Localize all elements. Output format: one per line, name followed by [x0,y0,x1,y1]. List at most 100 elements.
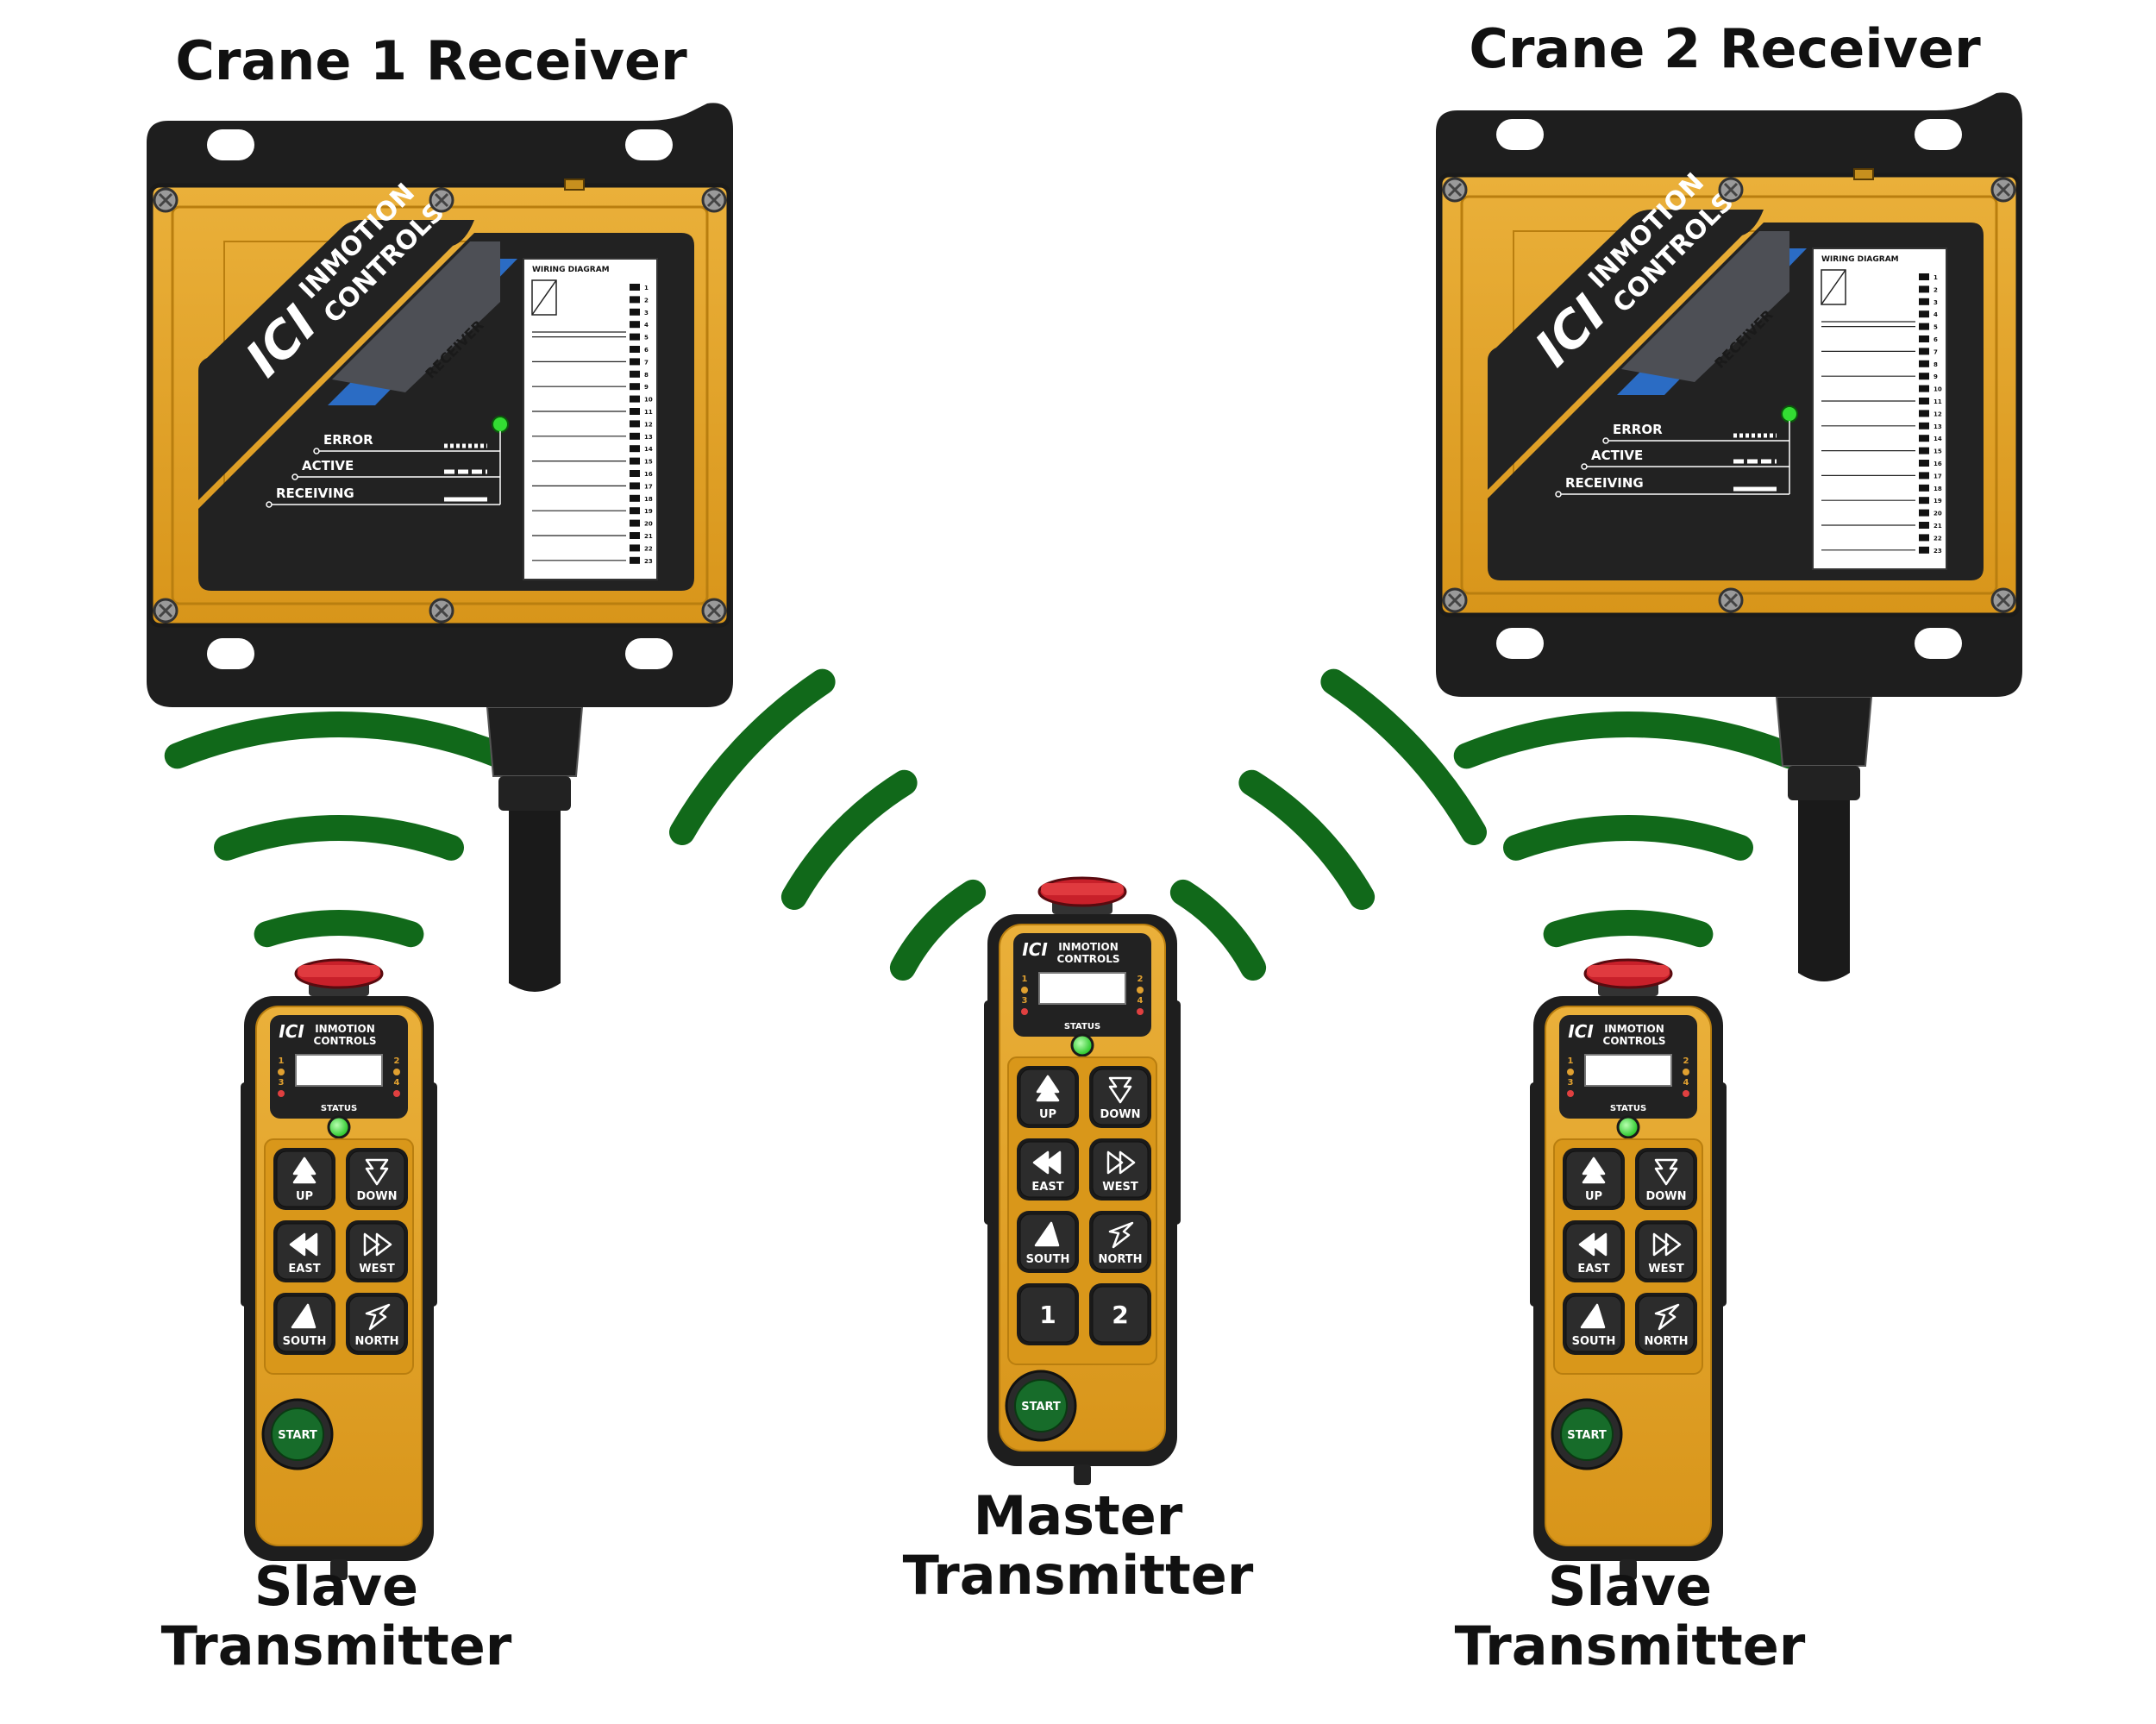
indicator-number: 2 [1138,975,1144,984]
terminal-number: 19 [1934,498,1942,505]
terminal-number: 5 [1934,324,1938,331]
mount-hole [1915,119,1962,150]
crane1-receiver-caption: Crane 1 Receiver [175,29,687,92]
terminal-number: 12 [1934,411,1942,417]
start-button [1014,1379,1068,1432]
terminal-number: 3 [644,310,649,317]
terminal-block [1919,534,1929,542]
terminal-block [630,333,640,341]
signal-wave-icon [669,668,836,845]
crane1-receiver: ICIINMOTIONCONTROLSRECEIVERERRORACTIVERE… [147,103,733,992]
terminal-block [1919,497,1929,505]
up-arrow-icon [292,1157,317,1184]
south-arrow-icon [291,1303,317,1329]
signal-wave-icon [780,769,918,910]
indicator-number: 2 [394,1056,400,1066]
terminal-number: 7 [1934,348,1938,355]
button-label-north: NORTH [354,1335,398,1348]
down-arrow-icon [365,1158,389,1186]
terminal-block [1919,472,1929,480]
terminal-block [630,395,640,403]
terminal-number: 2 [1934,286,1938,293]
terminal-number: 17 [644,483,653,490]
indicator-number: 1 [1022,975,1028,984]
terminal-number: 11 [644,409,653,416]
terminal-number: 7 [644,359,649,366]
terminal-number: 9 [644,384,649,391]
north-arrow-icon [1108,1221,1134,1249]
lanyard-stub [330,1559,348,1580]
terminal-block [630,346,640,353]
terminal-number: 18 [1934,486,1942,492]
button-label-west: WEST [1102,1181,1138,1194]
terminal-block [1919,522,1929,529]
indicator-number: 2 [1683,1056,1689,1066]
button-label-east: EAST [1031,1181,1063,1194]
terminal-block [630,482,640,490]
indicator-number: 4 [394,1078,400,1088]
terminal-block [1919,348,1929,355]
mount-hole [1496,119,1544,150]
terminal-block [630,308,640,316]
terminal-number: 11 [1934,398,1942,405]
lanyard-stub [1620,1559,1637,1580]
north-arrow-icon [365,1303,391,1331]
indicator-number: 4 [1683,1078,1689,1088]
terminal-block [1919,460,1929,467]
west-arrow-icon [363,1232,392,1257]
terminal-number: 21 [644,533,653,540]
signal-wave-icon [1543,910,1714,948]
up-arrow-icon [1582,1157,1606,1184]
terminal-number: 8 [1934,361,1938,368]
signal-wave-icon [214,815,464,861]
receiver-cable [509,802,561,992]
terminal-block [1919,546,1929,554]
signal-wave-icon [1320,668,1487,845]
signal-wave-icon [1238,769,1376,910]
wiring-diagram-card [1812,248,1947,570]
indicator-number: 3 [279,1078,285,1088]
north-arrow-icon [1654,1303,1680,1331]
brand-line1: INMOTION [1058,941,1119,953]
terminal-block [630,432,640,440]
signal-wave-icon [164,712,514,769]
led-label-error: ERROR [1613,422,1663,437]
terminal-block [630,321,640,329]
terminal-block [1919,435,1929,442]
terminal-block [1919,509,1929,517]
wiring-diagram-title: WIRING DIAGRAM [1821,255,1899,264]
start-button [271,1407,324,1461]
button-label-south: SOUTH [1572,1335,1616,1348]
crane2-receiver-caption: Crane 2 Receiver [1469,17,1981,80]
start-label: START [1567,1429,1607,1442]
led-label-receiving: RECEIVING [276,486,354,501]
brand-line2: CONTROLS [1603,1035,1666,1047]
status-label: STATUS [1064,1022,1100,1031]
wiring-diagram-card [523,258,658,580]
button-label-south: SOUTH [1026,1253,1070,1266]
terminal-number: 20 [1934,511,1942,517]
terminal-block [1919,422,1929,429]
terminal-block [630,519,640,527]
terminal-number: 6 [644,347,649,354]
up-arrow-icon [1036,1075,1060,1102]
button-label-north: NORTH [1644,1335,1688,1348]
button-label-down: DOWN [356,1190,397,1203]
terminal-number: 9 [1934,373,1938,380]
button-label-down: DOWN [1100,1108,1140,1121]
brand-logo: ICI [1022,939,1048,960]
terminal-block [1919,447,1929,455]
terminal-number: 13 [1934,423,1942,430]
brand-line2: CONTROLS [314,1035,377,1047]
button-label-west: WEST [359,1263,395,1276]
button-label-down: DOWN [1645,1190,1686,1203]
lcd-screen [1038,972,1126,1005]
mount-hole [1915,628,1962,659]
terminal-block [630,420,640,428]
terminal-block [1919,360,1929,367]
wiring-diagram-title: WIRING DIAGRAM [532,266,610,274]
terminal-number: 23 [1934,548,1942,555]
button-label-2: 2 [1112,1301,1128,1329]
